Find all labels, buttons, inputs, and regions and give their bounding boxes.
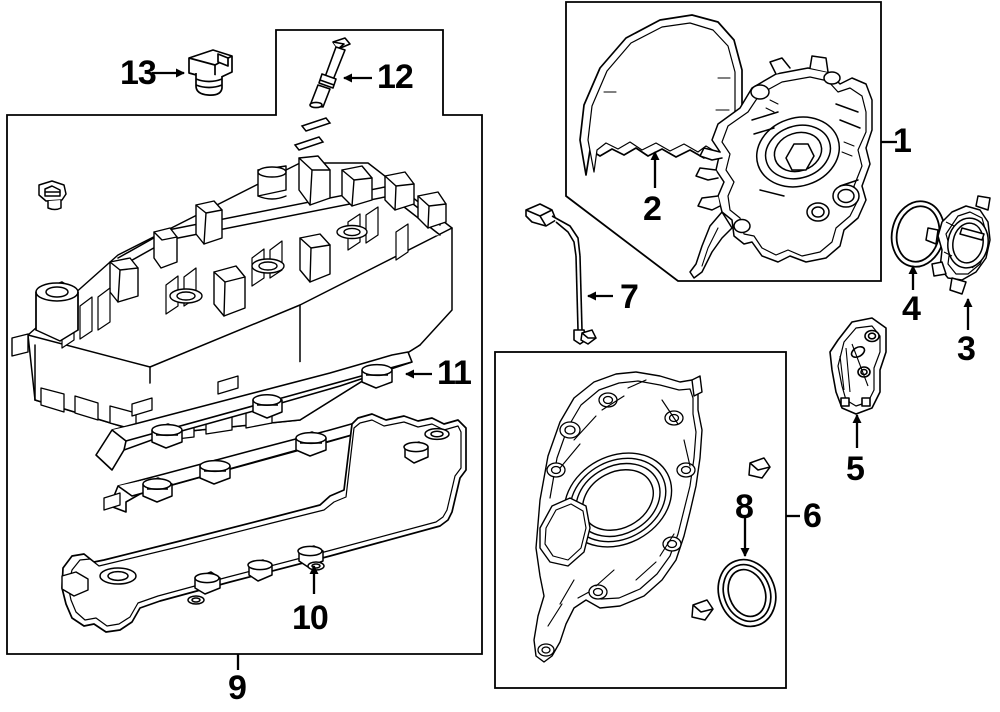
part-3-camshaft-sensor-cover bbox=[925, 195, 991, 295]
part-9-cylinder-head-cover-assembly bbox=[11, 155, 453, 441]
part-5-engine-mount-bracket bbox=[829, 317, 887, 415]
panel-cylinder-head-cover bbox=[6, 29, 483, 655]
panel-rear-seal-retainer bbox=[494, 351, 787, 689]
callout-label-12[interactable]: 12 bbox=[377, 58, 414, 96]
callout-label-13[interactable]: 13 bbox=[120, 54, 157, 92]
panel-borders bbox=[6, 1, 882, 689]
part-13-oil-filler-cap bbox=[188, 49, 233, 96]
callout-label-7[interactable]: 7 bbox=[620, 278, 639, 316]
sensor-shim-washers bbox=[293, 117, 332, 151]
callout-label-10[interactable]: 10 bbox=[292, 599, 329, 637]
callout-label-8[interactable]: 8 bbox=[735, 488, 754, 526]
callout-label-6[interactable]: 6 bbox=[803, 497, 822, 535]
callout-label-1[interactable]: 1 bbox=[893, 122, 912, 160]
part-2-timing-cover-gasket bbox=[579, 14, 743, 176]
callout-label-3[interactable]: 3 bbox=[957, 330, 976, 368]
oil-filler-port bbox=[38, 180, 67, 211]
callout-label-9[interactable]: 9 bbox=[228, 669, 247, 707]
seal-rail-lower bbox=[103, 420, 367, 513]
callout-label-5[interactable]: 5 bbox=[846, 450, 865, 488]
part-4-sensor-cover-o-ring bbox=[890, 200, 946, 268]
part-6-rear-oil-seal-retainer bbox=[533, 371, 703, 663]
callout-leaders bbox=[152, 68, 973, 670]
panel-timing-cover bbox=[565, 1, 882, 282]
part-8-rear-crankshaft-oil-seal bbox=[717, 558, 777, 628]
dowel-pins bbox=[691, 457, 771, 621]
callout-label-4[interactable]: 4 bbox=[902, 290, 921, 328]
part-7-oil-level-dipstick bbox=[525, 203, 587, 345]
part-10-valve-cover-gasket bbox=[61, 413, 467, 633]
callout-label-11[interactable]: 11 bbox=[437, 354, 472, 392]
dowel-pin-upper bbox=[580, 329, 597, 345]
callout-label-2[interactable]: 2 bbox=[643, 190, 662, 228]
part-1-timing-chain-cover bbox=[689, 55, 873, 279]
part-11-spark-plug-tube-seal-rail bbox=[95, 351, 413, 471]
part-12-camshaft-position-sensor bbox=[309, 37, 351, 109]
